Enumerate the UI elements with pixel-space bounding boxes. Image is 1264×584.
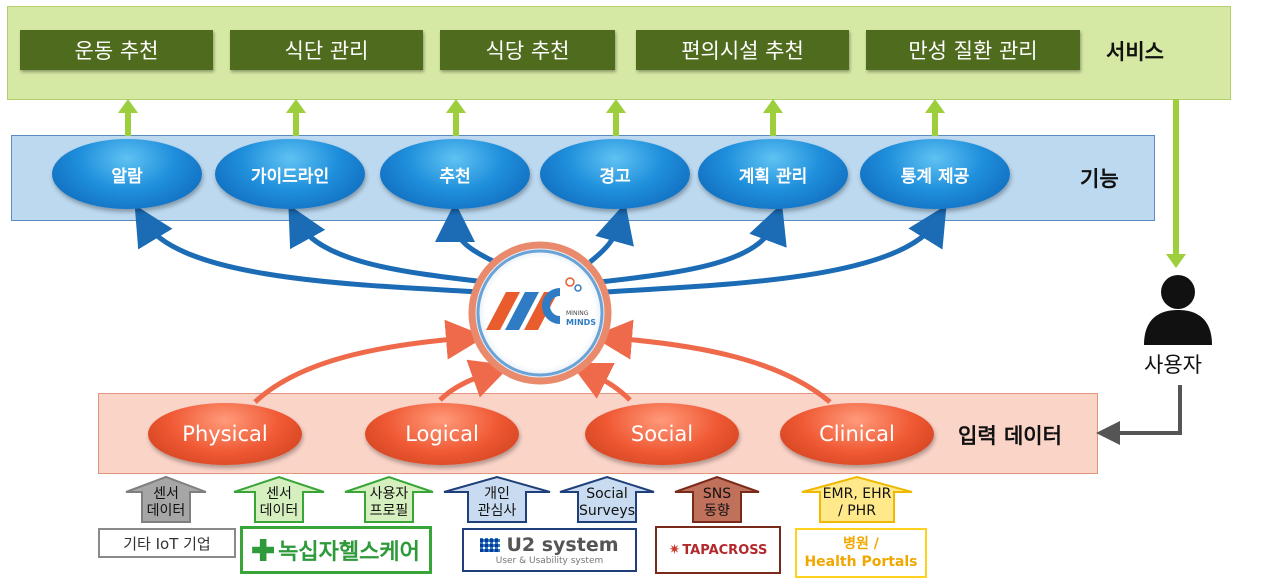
blue-arrows — [134, 202, 947, 295]
function-layer-label: 기능 — [1080, 167, 1119, 191]
service-facility-recommendation: 편의시설 추천 — [636, 30, 849, 70]
hospital-line1: 병원 / — [843, 536, 879, 552]
function-statistics: 통계 제공 — [860, 139, 1010, 209]
function-alarm: 알람 — [52, 139, 202, 209]
u2-grid-icon — [480, 538, 501, 552]
input-logical: Logical — [365, 403, 519, 465]
source-label: EMR, EHR/ PHR — [822, 486, 892, 519]
greencross-logo: 녹십자헬스케어 — [240, 526, 432, 574]
service-restaurant-recommendation: 식당 추천 — [440, 30, 615, 70]
green-cross-icon — [252, 539, 275, 561]
input-social: Social — [585, 403, 739, 465]
hospital-portal-box: 병원 / Health Portals — [795, 528, 927, 578]
service-layer-label: 서비스 — [1106, 40, 1164, 64]
hub-logo-text: MINDS — [566, 318, 597, 327]
u2-system-logo: U2 system User & Usability system — [462, 528, 637, 572]
hospital-line2: Health Portals — [804, 554, 918, 570]
service-chronic-disease-management: 만성 질환 관리 — [866, 30, 1080, 70]
orange-arrows — [253, 319, 832, 404]
function-plan-management: 계획 관리 — [698, 139, 848, 209]
function-warning: 경고 — [540, 139, 690, 209]
green-arrows — [118, 99, 945, 136]
user-label: 사용자 — [1144, 353, 1202, 377]
function-recommendation: 추천 — [380, 139, 530, 209]
tapacross-star-icon: ✷ — [668, 542, 681, 558]
function-guideline: 가이드라인 — [215, 139, 365, 209]
service-exercise-recommendation: 운동 추천 — [20, 30, 213, 70]
u2-sub-text: User & Usability system — [495, 556, 604, 566]
hub-ring — [468, 241, 612, 385]
input-layer-label: 입력 데이터 — [958, 424, 1062, 448]
tapacross-text: TAPACROSS — [682, 542, 768, 558]
input-physical: Physical — [148, 403, 302, 465]
user-arrows — [1096, 99, 1186, 445]
tapacross-logo: ✷ TAPACROSS — [655, 526, 781, 574]
source-arrows — [125, 475, 913, 523]
iot-company-logo: 기타 IoT 기업 — [98, 528, 236, 558]
service-diet-management: 식단 관리 — [230, 30, 423, 70]
hub-logo-subtext: MINING — [566, 310, 589, 317]
input-clinical: Clinical — [780, 403, 934, 465]
user-icon — [1144, 275, 1212, 345]
greencross-text: 녹십자헬스케어 — [278, 540, 420, 565]
u2-main-text: U2 system — [506, 534, 619, 556]
